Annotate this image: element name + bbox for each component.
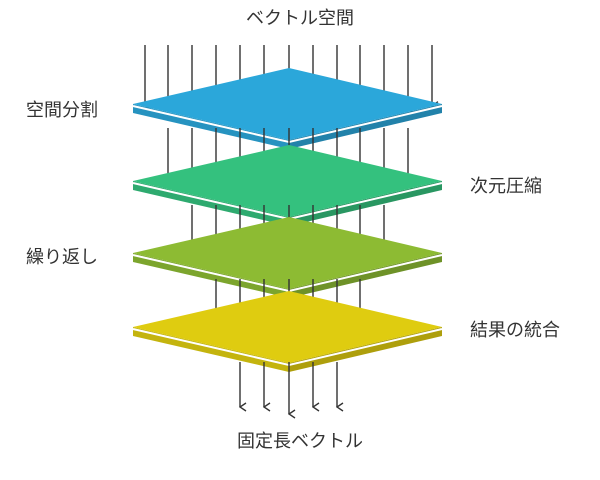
layer-top-face — [133, 217, 442, 289]
title-fixed-length-vector: 固定長ベクトル — [237, 431, 363, 452]
layer-label-dimension-reduction: 次元圧縮 — [470, 176, 542, 197]
arrows-output — [240, 362, 337, 414]
layer-4 — [132, 291, 443, 372]
layer-top-face — [133, 291, 442, 363]
layer-1 — [132, 68, 443, 149]
layer-top-face — [133, 68, 442, 140]
layer-top-face — [133, 145, 442, 217]
layer-label-space-partition: 空間分割 — [26, 100, 98, 121]
layer-label-repeat: 繰り返し — [26, 247, 98, 268]
layer-label-result-integration: 結果の統合 — [470, 320, 560, 341]
layer-3 — [132, 217, 443, 298]
layer-2 — [132, 145, 443, 226]
title-vector-space: ベクトル空間 — [246, 8, 354, 29]
